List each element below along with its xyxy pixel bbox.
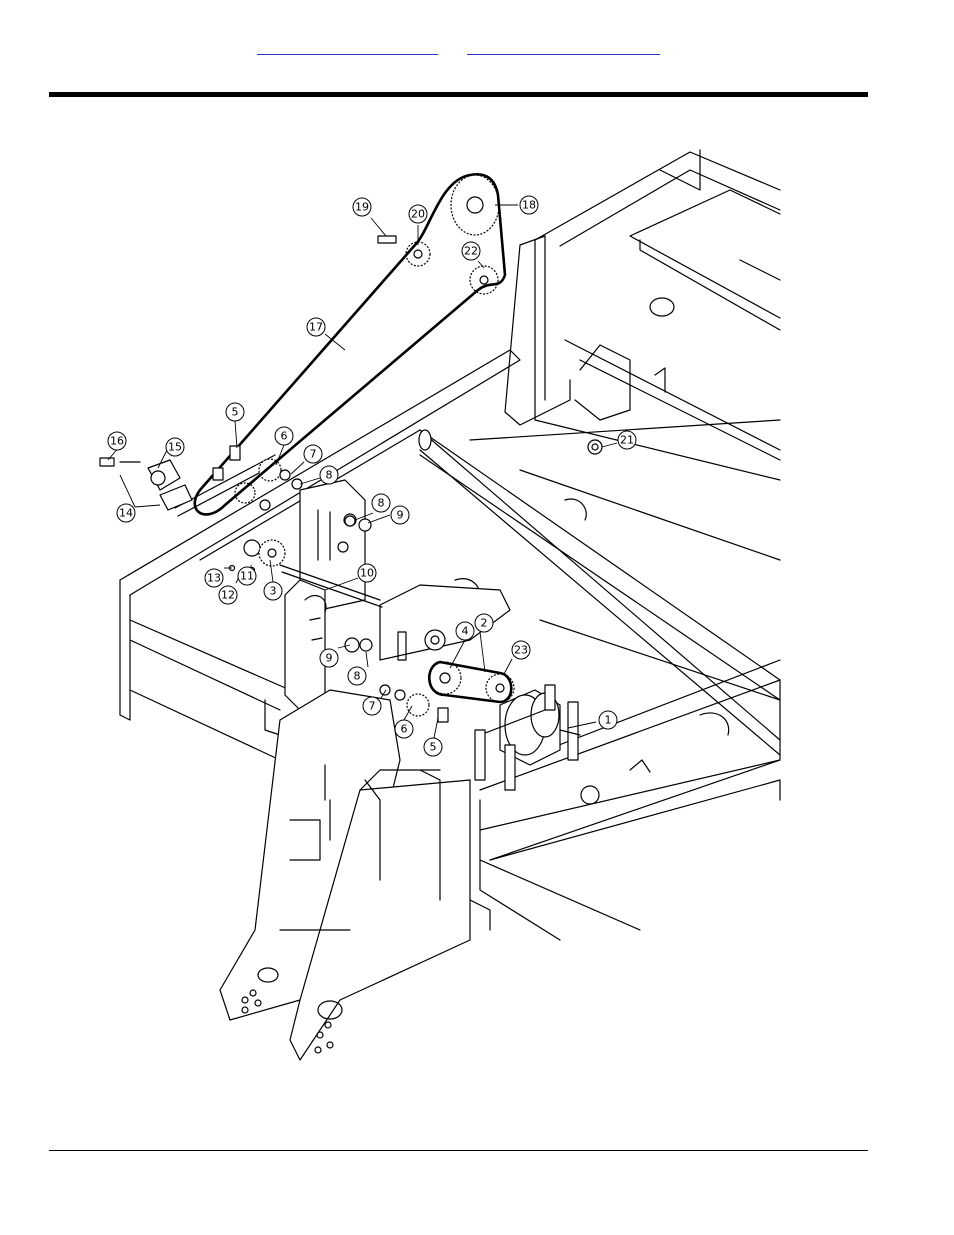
callout-9-upper: 9 bbox=[390, 505, 410, 525]
callout-14: 14 bbox=[116, 503, 136, 523]
callouts: 1 2 3 4 5 5 6 6 7 7 8 8 8 9 9 10 11 12 1… bbox=[107, 195, 637, 757]
svg-text:9: 9 bbox=[397, 509, 404, 522]
svg-text:14: 14 bbox=[119, 507, 133, 520]
callout-8-lower: 8 bbox=[347, 666, 367, 686]
header-link-left[interactable] bbox=[257, 40, 438, 55]
svg-text:5: 5 bbox=[232, 406, 239, 419]
footer-rule bbox=[49, 1150, 868, 1151]
bearing-and-clutch bbox=[474, 684, 581, 791]
svg-text:23: 23 bbox=[514, 644, 528, 657]
svg-text:11: 11 bbox=[240, 570, 254, 583]
main-frame bbox=[119, 349, 781, 941]
callout-11: 11 bbox=[237, 566, 257, 586]
callout-16: 16 bbox=[107, 431, 127, 451]
callout-19: 19 bbox=[352, 197, 372, 217]
hitch-arms bbox=[219, 689, 471, 1061]
svg-text:16: 16 bbox=[110, 435, 124, 448]
callout-17: 17 bbox=[306, 317, 326, 337]
svg-text:22: 22 bbox=[464, 245, 478, 258]
svg-text:6: 6 bbox=[281, 430, 288, 443]
svg-text:7: 7 bbox=[310, 448, 317, 461]
svg-text:17: 17 bbox=[309, 321, 323, 334]
header-rule bbox=[49, 92, 868, 97]
svg-text:8: 8 bbox=[354, 670, 361, 683]
callout-9-lower: 9 bbox=[319, 648, 339, 668]
svg-text:2: 2 bbox=[481, 617, 488, 630]
callout-12: 12 bbox=[218, 585, 238, 605]
callout-10: 10 bbox=[357, 563, 377, 583]
hardware bbox=[212, 235, 603, 723]
callout-5-lower: 5 bbox=[423, 737, 443, 757]
callout-15: 15 bbox=[165, 437, 185, 457]
callout-6-upper: 6 bbox=[274, 426, 294, 446]
chains bbox=[193, 173, 513, 704]
svg-text:6: 6 bbox=[401, 723, 408, 736]
svg-text:15: 15 bbox=[168, 441, 182, 454]
svg-text:8: 8 bbox=[378, 497, 385, 510]
callout-3: 3 bbox=[263, 581, 283, 601]
svg-text:10: 10 bbox=[360, 567, 374, 580]
svg-text:5: 5 bbox=[430, 741, 437, 754]
svg-text:7: 7 bbox=[369, 700, 376, 713]
callout-7-upper: 7 bbox=[303, 444, 323, 464]
callout-8-upper: 8 bbox=[319, 465, 339, 485]
svg-text:12: 12 bbox=[221, 589, 235, 602]
svg-text:8: 8 bbox=[326, 469, 333, 482]
svg-text:21: 21 bbox=[620, 434, 634, 447]
svg-text:1: 1 bbox=[605, 714, 612, 727]
callout-21: 21 bbox=[617, 430, 637, 450]
callout-18: 18 bbox=[519, 195, 539, 215]
callout-23: 23 bbox=[511, 640, 531, 660]
sprockets bbox=[234, 174, 515, 717]
svg-text:3: 3 bbox=[270, 585, 277, 598]
callout-leaders bbox=[107, 204, 618, 739]
hopper-box bbox=[504, 149, 781, 481]
svg-text:19: 19 bbox=[355, 201, 369, 214]
callout-4: 4 bbox=[455, 621, 475, 641]
callout-22: 22 bbox=[461, 241, 481, 261]
header-link-right[interactable] bbox=[467, 40, 660, 55]
svg-text:4: 4 bbox=[462, 625, 469, 638]
svg-text:18: 18 bbox=[522, 199, 536, 212]
callout-8-mid: 8 bbox=[371, 493, 391, 513]
callout-13: 13 bbox=[204, 568, 224, 588]
svg-text:13: 13 bbox=[207, 572, 221, 585]
svg-text:9: 9 bbox=[326, 652, 333, 665]
svg-text:20: 20 bbox=[411, 208, 425, 221]
callout-5-upper: 5 bbox=[225, 402, 245, 422]
callout-7-lower: 7 bbox=[362, 696, 382, 716]
side-plates bbox=[284, 479, 511, 711]
callout-1: 1 bbox=[598, 710, 618, 730]
callout-6-lower: 6 bbox=[394, 719, 414, 739]
callout-20: 20 bbox=[408, 204, 428, 224]
callout-2: 2 bbox=[474, 613, 494, 633]
